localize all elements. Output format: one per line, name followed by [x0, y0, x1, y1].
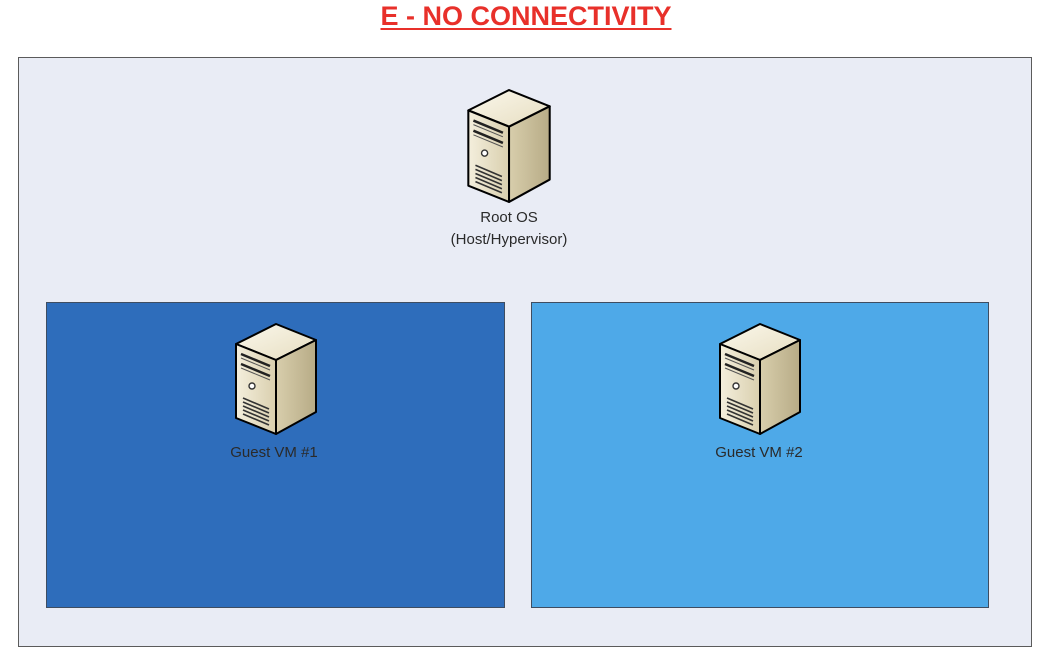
diagram-title: E - NO CONNECTIVITY	[380, 1, 672, 31]
host-subtitle: (Host/Hypervisor)	[450, 231, 568, 248]
server-icon	[464, 88, 552, 206]
guest-vm-1-label: Guest VM #1	[230, 444, 318, 461]
host-name: Root OS	[480, 209, 538, 226]
guest-vm-2-label: Guest VM #2	[715, 444, 803, 461]
server-icon	[232, 322, 318, 438]
host-label: Root OS (Host/Hypervisor)	[409, 207, 609, 251]
server-icon	[716, 322, 802, 438]
